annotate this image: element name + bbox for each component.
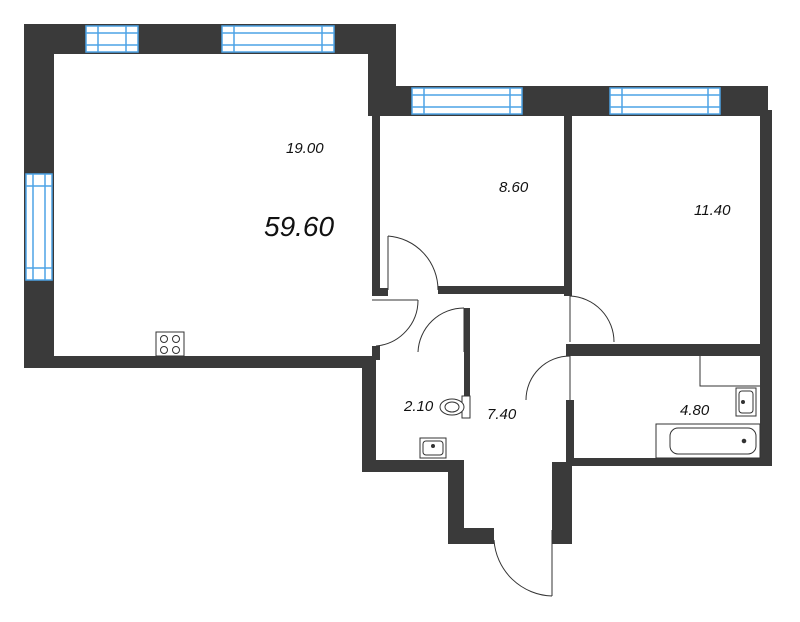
window xyxy=(411,87,523,115)
window xyxy=(25,173,53,281)
wall xyxy=(24,24,396,54)
sink-icon xyxy=(419,437,447,459)
wall xyxy=(566,344,766,356)
door-swing xyxy=(569,295,615,343)
bathtub-icon xyxy=(655,423,761,459)
wall xyxy=(566,458,772,466)
wall xyxy=(362,356,376,470)
wall xyxy=(372,288,388,296)
wall xyxy=(552,528,572,544)
room-area-label: 11.40 xyxy=(694,202,731,219)
wall xyxy=(566,400,574,462)
wall xyxy=(24,356,372,368)
window xyxy=(609,87,721,115)
sink-icon xyxy=(735,387,757,417)
wall xyxy=(448,460,464,544)
wall xyxy=(564,116,572,296)
windows xyxy=(25,25,721,281)
fixtures xyxy=(155,331,761,459)
wall xyxy=(362,460,464,472)
wall xyxy=(552,462,572,544)
window xyxy=(85,25,139,53)
wall xyxy=(372,346,380,360)
cabinet-outline xyxy=(699,356,760,387)
total-area-label: 59.60 xyxy=(264,211,334,242)
wall xyxy=(372,116,380,290)
doors xyxy=(372,235,615,597)
window xyxy=(221,25,335,53)
door-swing xyxy=(372,299,419,347)
area-labels: 59.60 19.00 8.60 11.40 2.10 7.40 4.80 xyxy=(264,140,731,423)
toilet-icon xyxy=(439,395,471,419)
room-area-label: 8.60 xyxy=(499,179,529,196)
room-area-label: 19.00 xyxy=(286,140,324,157)
wall xyxy=(438,286,572,294)
wall xyxy=(464,308,470,408)
room-area-label: 7.40 xyxy=(487,406,517,423)
room-area-label: 4.80 xyxy=(680,402,710,419)
room-area-label: 2.10 xyxy=(403,398,434,415)
wall xyxy=(760,110,772,464)
stove-icon xyxy=(155,331,185,357)
door-swing xyxy=(525,355,571,401)
door-swing xyxy=(387,235,439,291)
wall xyxy=(448,528,494,544)
door-swing xyxy=(493,530,553,597)
door-swing xyxy=(417,307,465,353)
